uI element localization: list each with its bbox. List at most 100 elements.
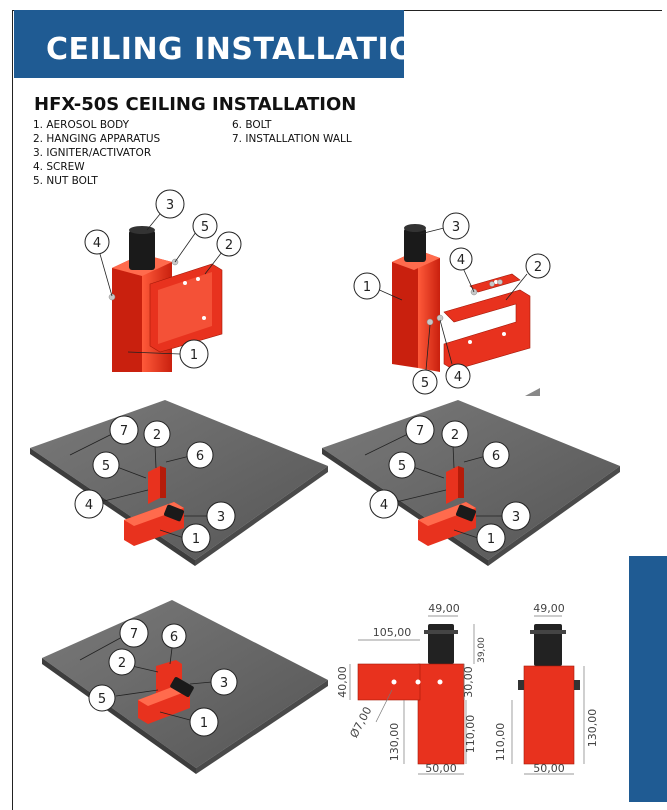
callout-1 [353,272,381,300]
leader-line [131,665,159,673]
section-title: HFX-50S CEILING INSTALLATION [34,94,357,115]
figure-ceiling-install-2: 7 2 6 5 4 3 1 [322,400,620,566]
leader-line [453,529,479,539]
bracket-hole [468,340,472,344]
callout-3 [442,212,470,240]
hanging-bracket [148,466,160,504]
dim-line [375,689,393,723]
callout-7-label: 7 [120,424,128,439]
callout-5-label: 5 [98,692,106,707]
callout-1-label: 1 [200,716,208,731]
callout-6 [186,441,214,469]
figure-exploded-unit: 3 1 4 2 5 4 [353,212,551,396]
callout-4 [369,489,399,519]
callout-1 [476,523,506,553]
leader-line [159,711,191,721]
bracket-hole [415,679,421,685]
legend-item: 3. IGNITER/ACTIVATOR [33,147,152,159]
figure-dimension-front-view: 49,00 110,00 130,00 50,00 [494,602,599,775]
plate-edge [195,466,328,566]
leader-line [463,455,487,463]
nut-bolt-part [489,281,495,287]
callout-4 [445,363,471,389]
bracket-hole [196,277,200,281]
dim-110: 110,00 [494,723,507,762]
dim-50: 50,00 [533,762,565,775]
callout-2 [143,420,171,448]
legend-item: 5. NUT BOLT [33,175,98,187]
callout-4-label: 4 [85,498,93,513]
callout-3-label: 3 [512,510,520,525]
callout-2-label: 2 [118,656,126,671]
bracket-inner [158,272,212,344]
callout-3 [206,501,236,531]
leader-line [419,227,445,235]
legend-item: 4. SCREW [33,161,85,173]
igniter-cap [534,624,562,666]
callout-2-label: 2 [153,428,161,443]
igniter-top [404,224,426,232]
dim-130: 130,00 [388,723,401,762]
callout-1-label: 1 [190,348,198,363]
dim-7: Ø7,00 [347,705,374,740]
dim-49: 49,00 [533,602,565,615]
installation-wall-plate [30,400,328,560]
callout-4 [449,247,473,271]
side-tab [629,556,667,802]
leader-line [165,455,191,463]
bracket-hole [183,281,187,285]
callout-7 [119,618,149,648]
callout-6 [161,623,187,649]
drawing-fragment [525,388,540,396]
dim-130: 130,00 [586,709,599,748]
callout-1 [189,707,219,737]
igniter-cap [404,228,426,262]
page-title: CEILING INSTALLATION [46,32,441,67]
igniter-cap [129,230,155,270]
igniter-ring [530,630,566,634]
leader-line [505,273,528,301]
callout-2 [216,231,242,257]
leader-line [69,433,113,456]
dim-50: 50,00 [425,762,457,775]
callout-1 [179,339,209,369]
leader-line [204,251,223,275]
side-screw [574,680,580,690]
screw-part [108,293,116,301]
bracket-side [458,466,464,498]
callout-4 [84,229,110,255]
callout-2-label: 2 [534,260,542,275]
callout-3-label: 3 [452,220,460,235]
callout-6-label: 6 [170,630,178,645]
callout-3-label: 3 [220,676,228,691]
callout-3 [210,668,238,696]
dim-105: 105,00 [373,626,412,639]
figure-assembled-unit: 3 5 2 4 1 [84,189,242,372]
leader-line [127,351,181,355]
callout-5 [92,451,120,479]
callout-6-label: 6 [196,449,204,464]
callout-1-label: 1 [363,280,371,295]
callout-2 [441,420,469,448]
callout-4-label: 4 [457,253,465,268]
callout-1-label: 1 [192,532,200,547]
leader-line [189,681,213,685]
aerosol-body [417,663,465,765]
leader-line [79,635,125,661]
hanging-bracket [443,289,531,371]
leader-line [395,489,447,503]
dim-40: 40,00 [336,666,349,698]
callout-5 [388,451,416,479]
callout-5-label: 5 [102,459,110,474]
leader-line [116,466,147,479]
callout-1-label: 1 [487,532,495,547]
legend-item: 2. HANGING APPARATUS [33,133,161,145]
callout-7 [109,415,139,445]
callout-5 [192,213,218,239]
side-screw [518,680,524,690]
hanging-bracket [357,663,421,701]
plate-edge [488,466,620,566]
bracket-hole [202,316,206,320]
legend-item: 1. AEROSOL BODY [33,119,130,131]
